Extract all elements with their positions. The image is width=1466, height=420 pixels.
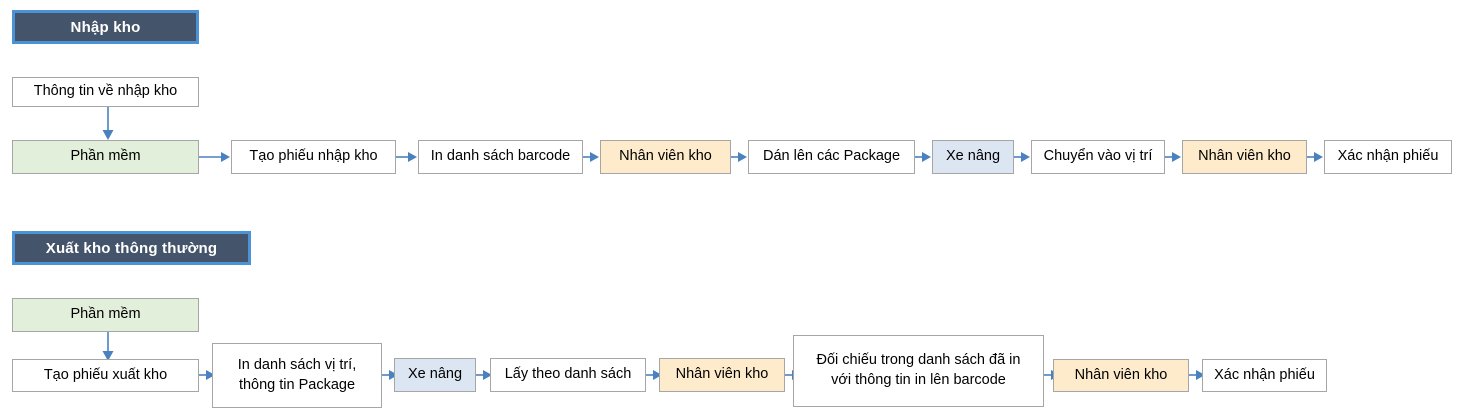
node-inbound-8[interactable]: Xác nhận phiếu (1324, 140, 1452, 174)
connector-inbound-0-1 (199, 149, 231, 165)
node-outbound-input[interactable]: Phần mềm (12, 298, 199, 332)
section-banner-inbound: Nhập kho (12, 10, 199, 44)
connector-inbound-2-3 (583, 149, 600, 165)
node-outbound-7-label: Xác nhận phiếu (1214, 366, 1315, 383)
connector-inbound-7-8 (1307, 149, 1324, 165)
node-outbound-2-label: Xe nâng (407, 366, 463, 383)
node-outbound-4[interactable]: Nhân viên kho (659, 358, 785, 392)
node-inbound-5-label: Xe nâng (945, 148, 1001, 165)
node-outbound-6-label: Nhân viên kho (1074, 366, 1168, 383)
node-inbound-input[interactable]: Thông tin về nhập kho (12, 77, 199, 107)
node-inbound-4[interactable]: Dán lên các Package (748, 140, 915, 174)
node-inbound-input-label: Thông tin về nhập kho (33, 83, 178, 100)
node-inbound-0-label: Phần mềm (70, 148, 141, 165)
node-outbound-1-label: In danh sách vị trí, thông tin Package (237, 356, 357, 393)
node-outbound-4-label: Nhân viên kho (675, 366, 769, 383)
node-inbound-3[interactable]: Nhân viên kho (600, 140, 731, 174)
node-outbound-7[interactable]: Xác nhận phiếu (1202, 359, 1327, 392)
node-inbound-5[interactable]: Xe nâng (932, 140, 1014, 174)
node-inbound-3-label: Nhân viên kho (619, 148, 712, 165)
node-outbound-5[interactable]: Đối chiếu trong danh sách đã in với thôn… (793, 335, 1044, 407)
node-outbound-1[interactable]: In danh sách vị trí, thông tin Package (212, 343, 382, 408)
node-inbound-6-label: Chuyển vào vị trí (1043, 148, 1153, 165)
node-inbound-4-label: Dán lên các Package (762, 148, 901, 165)
node-inbound-2[interactable]: In danh sách barcode (418, 140, 583, 174)
connector-inbound-4-5 (915, 149, 932, 165)
node-outbound-0[interactable]: Tạo phiếu xuất kho (12, 359, 199, 392)
node-outbound-3-label: Lấy theo danh sách (504, 366, 632, 383)
node-inbound-8-label: Xác nhận phiếu (1337, 148, 1439, 165)
section-banner-inbound-label: Nhập kho (70, 18, 141, 36)
connector-inbound-1-2 (396, 149, 418, 165)
connector-inbound-6-7 (1165, 149, 1182, 165)
node-outbound-input-label: Phần mềm (70, 306, 141, 323)
node-outbound-5-label: Đối chiếu trong danh sách đã in với thôn… (816, 352, 1021, 388)
connector-outbound-software-to-ticket (100, 332, 116, 362)
node-inbound-1-label: Tạo phiếu nhập kho (249, 148, 378, 165)
connector-inbound-3-4 (731, 149, 748, 165)
section-banner-outbound-label: Xuất kho thông thường (45, 239, 218, 257)
node-outbound-2[interactable]: Xe nâng (394, 358, 476, 392)
section-banner-outbound: Xuất kho thông thường (12, 231, 251, 265)
node-inbound-1[interactable]: Tạo phiếu nhập kho (231, 140, 396, 174)
node-inbound-7[interactable]: Nhân viên kho (1182, 140, 1307, 174)
node-outbound-6[interactable]: Nhân viên kho (1053, 359, 1189, 392)
node-inbound-0[interactable]: Phần mềm (12, 140, 199, 174)
node-inbound-2-label: In danh sách barcode (430, 148, 571, 165)
node-inbound-6[interactable]: Chuyển vào vị trí (1031, 140, 1165, 174)
connector-inbound-input-to-software (100, 107, 116, 141)
node-outbound-0-label: Tạo phiếu xuất kho (43, 366, 168, 383)
node-inbound-7-label: Nhân viên kho (1198, 148, 1291, 165)
node-outbound-3[interactable]: Lấy theo danh sách (490, 358, 646, 392)
connector-inbound-5-6 (1014, 149, 1031, 165)
